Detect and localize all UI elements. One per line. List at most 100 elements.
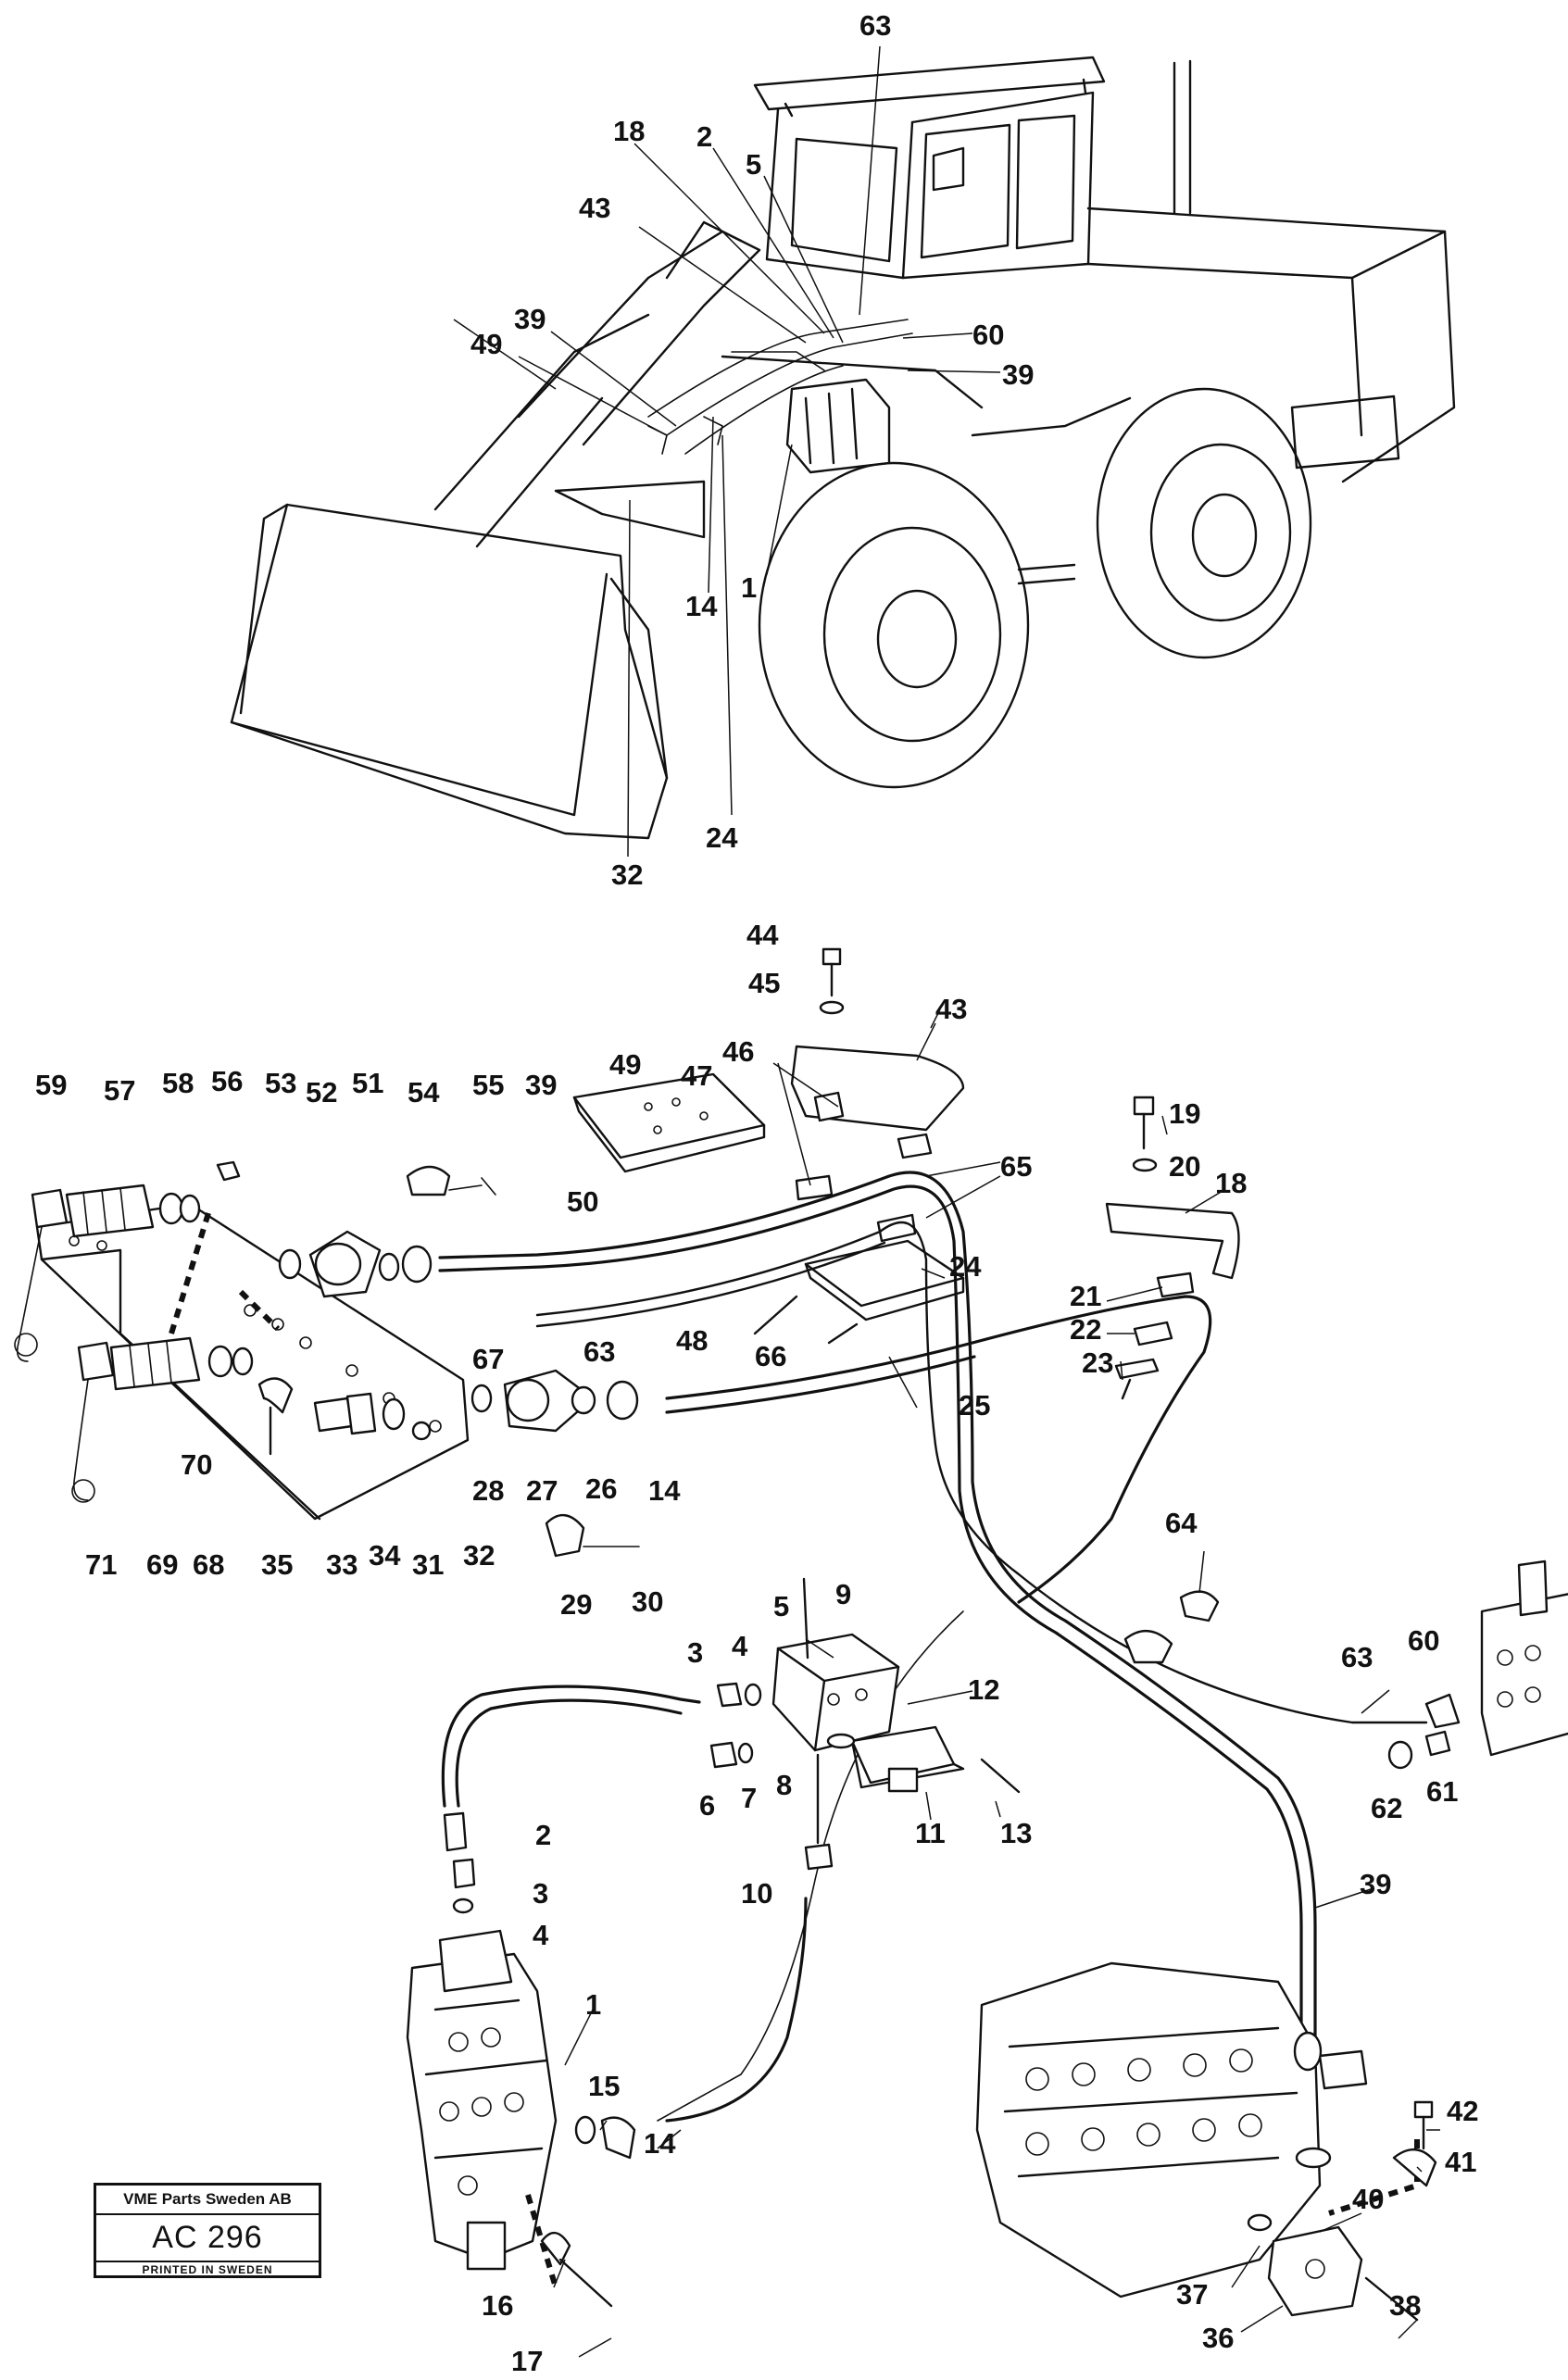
callout-60-top: 60 xyxy=(972,319,1004,351)
callout-24-top: 24 xyxy=(706,821,738,854)
callout-16: 16 xyxy=(482,2289,513,2322)
callout-32-top: 32 xyxy=(611,858,643,891)
stamp-code: AC 296 xyxy=(96,2215,319,2262)
callout-11: 11 xyxy=(915,1817,946,1849)
detail-callout-labels: 44 45 43 59 57 58 56 53 52 51 54 55 39 4… xyxy=(35,919,1478,2377)
callout-70: 70 xyxy=(181,1448,212,1481)
callout-49: 49 xyxy=(609,1048,641,1081)
callout-26: 26 xyxy=(585,1472,617,1505)
callout-65: 65 xyxy=(1000,1150,1032,1183)
callout-58: 58 xyxy=(162,1067,194,1099)
callout-18-top: 18 xyxy=(613,115,645,147)
callout-39-top-left: 39 xyxy=(514,303,546,335)
callout-47: 47 xyxy=(681,1059,712,1092)
callout-6: 6 xyxy=(699,1789,715,1822)
parts-catalog-stamp: VME Parts Sweden AB AC 296 PRINTED IN SW… xyxy=(94,2183,321,2278)
callout-60: 60 xyxy=(1408,1624,1439,1657)
callout-52: 52 xyxy=(306,1076,337,1109)
callout-14-top: 14 xyxy=(685,590,718,622)
callout-38: 38 xyxy=(1389,2289,1421,2322)
overview-callout-labels: 63 18 2 5 43 39 49 60 39 1 14 24 32 xyxy=(470,9,1034,891)
callout-3-upper: 3 xyxy=(687,1636,703,1669)
callout-36: 36 xyxy=(1202,2322,1234,2354)
callout-51: 51 xyxy=(352,1067,383,1099)
callout-35: 35 xyxy=(261,1548,293,1581)
callout-63-right: 63 xyxy=(1341,1641,1373,1673)
callout-62: 62 xyxy=(1371,1792,1402,1824)
callout-57: 57 xyxy=(104,1074,135,1107)
callout-4-lower: 4 xyxy=(533,1919,549,1951)
callout-13: 13 xyxy=(1000,1817,1032,1849)
callout-29: 29 xyxy=(560,1588,592,1621)
callout-3-lower: 3 xyxy=(533,1877,548,1910)
callout-10: 10 xyxy=(741,1877,772,1910)
callout-25: 25 xyxy=(959,1389,990,1422)
callout-49-top: 49 xyxy=(470,328,502,360)
callout-17: 17 xyxy=(511,2345,543,2377)
callout-41: 41 xyxy=(1445,2146,1476,2178)
callout-14-lower: 14 xyxy=(644,2127,676,2160)
callout-15: 15 xyxy=(588,2070,620,2102)
callout-12: 12 xyxy=(968,1673,999,1706)
overview-leader-lines xyxy=(453,45,1001,858)
callout-20: 20 xyxy=(1169,1150,1200,1183)
callout-68: 68 xyxy=(193,1548,224,1581)
callout-8: 8 xyxy=(776,1769,792,1801)
callout-32: 32 xyxy=(463,1539,495,1572)
callout-43-top: 43 xyxy=(579,192,610,224)
detail-parts xyxy=(14,947,1568,2322)
callout-40: 40 xyxy=(1352,2183,1384,2215)
callout-59: 59 xyxy=(35,1069,67,1101)
callout-30: 30 xyxy=(632,1585,663,1618)
callout-2: 2 xyxy=(535,1819,551,1851)
callout-66: 66 xyxy=(755,1340,786,1372)
callout-24: 24 xyxy=(949,1250,982,1283)
callout-53: 53 xyxy=(265,1067,296,1099)
callout-28: 28 xyxy=(472,1474,504,1507)
wheel-loader-illustration xyxy=(230,56,1456,840)
callout-55: 55 xyxy=(472,1069,504,1101)
callout-5: 5 xyxy=(773,1590,789,1622)
callout-71: 71 xyxy=(85,1548,117,1581)
callout-64: 64 xyxy=(1165,1507,1198,1539)
callout-1-top: 1 xyxy=(741,571,757,604)
callout-43: 43 xyxy=(935,993,967,1025)
callout-1: 1 xyxy=(585,1988,601,2021)
callout-19: 19 xyxy=(1169,1097,1200,1130)
callout-63-top: 63 xyxy=(859,9,891,42)
callout-23: 23 xyxy=(1082,1347,1113,1379)
callout-5-top: 5 xyxy=(746,148,761,181)
callout-44: 44 xyxy=(746,919,779,951)
callout-42: 42 xyxy=(1447,2095,1478,2127)
detail-leader-lines xyxy=(553,1008,1440,2358)
callout-56: 56 xyxy=(211,1065,243,1097)
callout-21: 21 xyxy=(1070,1280,1101,1312)
callout-4-upper: 4 xyxy=(732,1630,748,1662)
callout-45: 45 xyxy=(748,967,780,999)
callout-39-detail: 39 xyxy=(525,1069,557,1101)
callout-9: 9 xyxy=(835,1578,851,1610)
callout-2-top: 2 xyxy=(696,120,712,153)
callout-22: 22 xyxy=(1070,1313,1101,1346)
callout-33: 33 xyxy=(326,1548,358,1581)
callout-67: 67 xyxy=(472,1343,504,1375)
callout-27: 27 xyxy=(526,1474,558,1507)
stamp-company: VME Parts Sweden AB xyxy=(96,2186,319,2215)
callout-31: 31 xyxy=(412,1548,444,1581)
callout-48: 48 xyxy=(676,1324,708,1357)
callout-18: 18 xyxy=(1215,1167,1247,1199)
callout-54: 54 xyxy=(408,1076,440,1109)
stamp-printed: PRINTED IN SWEDEN xyxy=(142,2263,273,2276)
callout-69: 69 xyxy=(146,1548,178,1581)
callout-14: 14 xyxy=(648,1474,681,1507)
callout-34: 34 xyxy=(369,1539,401,1572)
callout-37: 37 xyxy=(1176,2278,1208,2311)
callout-61: 61 xyxy=(1426,1775,1458,1808)
callout-7: 7 xyxy=(741,1782,757,1814)
callout-50: 50 xyxy=(567,1185,598,1218)
callout-39-top-right: 39 xyxy=(1002,358,1034,391)
callout-63-detail: 63 xyxy=(583,1335,615,1368)
callout-46: 46 xyxy=(722,1035,754,1068)
callout-39-lower: 39 xyxy=(1360,1868,1391,1900)
